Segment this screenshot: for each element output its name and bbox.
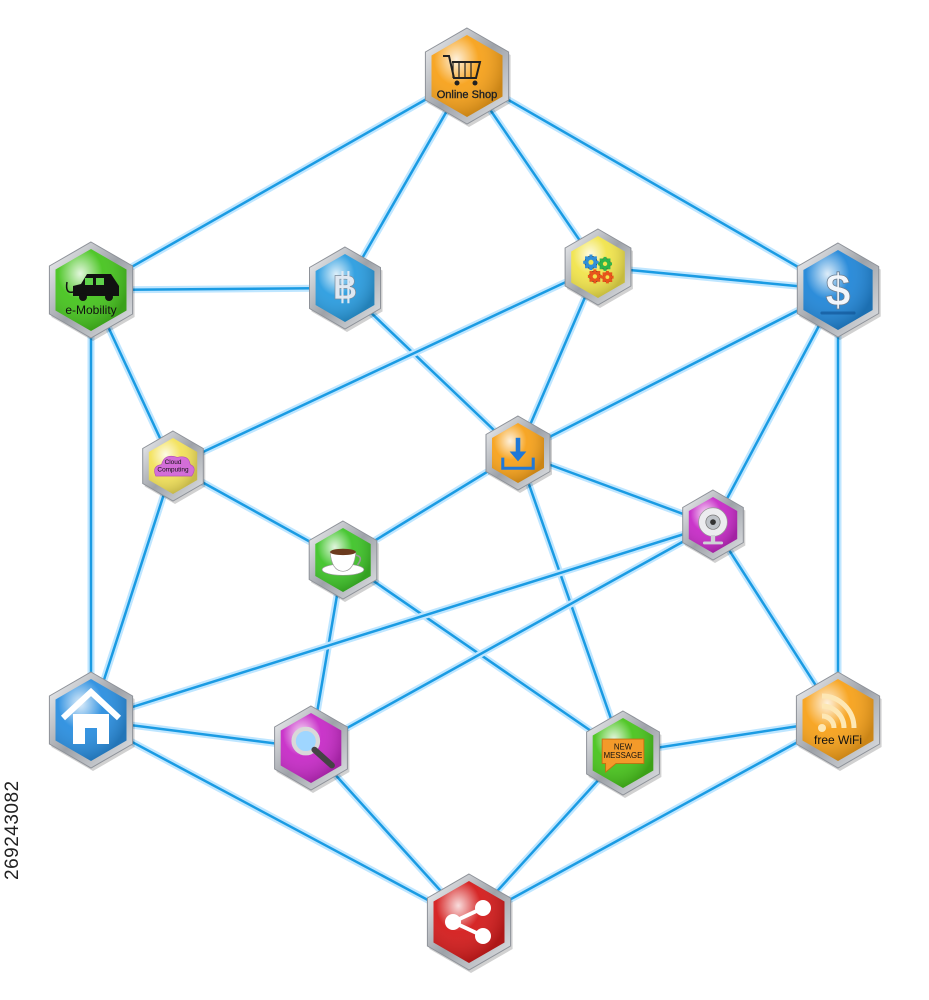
connection-line-online-shop-e-mobility: [89, 74, 469, 292]
connection-line-cloud-computing-home: [89, 464, 175, 722]
connection-line-e-mobility-bitcoin: [89, 286, 347, 292]
hex-gloss: [802, 679, 874, 761]
download-icon: [501, 437, 535, 470]
node-label-online-shop: Online Shop: [437, 89, 498, 101]
node-webcam: [682, 489, 746, 563]
connection-line-dollar-download: [516, 288, 840, 455]
home-icon: [60, 687, 122, 744]
connection-line-settings-cloud-computing: [171, 265, 600, 468]
electric-car-icon: [65, 274, 119, 301]
connection-line-home-share: [89, 718, 471, 924]
node-free-wifi: free WiFi: [795, 671, 882, 771]
share-icon: [445, 900, 491, 944]
node-dollar: $: [796, 242, 881, 340]
connection-line-online-shop-dollar: [465, 74, 840, 292]
coffee-cup-icon: [321, 548, 365, 576]
connection-line-webcam-home: [89, 523, 715, 722]
node-download: [485, 415, 552, 493]
hex-gloss: [315, 254, 375, 322]
magnifier-icon: [291, 726, 335, 769]
svg-text:$: $: [825, 265, 850, 316]
wifi-icon: [818, 693, 857, 732]
node-coffee: [308, 520, 379, 602]
label-line: Computing: [157, 467, 189, 474]
dollar-icon: $: [820, 264, 856, 316]
connection-line-settings-download: [516, 265, 600, 455]
message-bubble-icon: [601, 738, 645, 774]
gears-icon: [583, 254, 614, 284]
node-e-mobility: e-Mobility: [48, 241, 135, 341]
node-label-free-wifi: free WiFi: [814, 733, 862, 747]
node-home: [48, 671, 135, 771]
shopping-cart-icon: [443, 55, 482, 86]
webcam-icon: [698, 507, 728, 545]
connection-line-bitcoin-download: [343, 286, 520, 455]
node-share: [426, 873, 513, 973]
label-line: NEW: [614, 743, 633, 752]
label-line: Cloud: [165, 459, 182, 466]
label-line: MESSAGE: [604, 751, 643, 760]
hex-gloss: [803, 250, 873, 330]
connection-line-webcam-search: [309, 523, 715, 750]
node-label-e-mobility: e-Mobility: [65, 303, 116, 317]
hex-gloss: [571, 236, 625, 298]
cloud-icon: [154, 455, 195, 477]
node-bitcoin: B: [309, 246, 383, 332]
svg-text:B: B: [333, 269, 358, 307]
node-online-shop: Online Shop: [424, 27, 511, 127]
connection-line-dollar-webcam: [711, 288, 840, 527]
stock-id-watermark: 269243082: [2, 780, 23, 880]
node-settings: [564, 228, 633, 308]
connection-line-free-wifi-share: [467, 718, 840, 924]
bitcoin-icon: B: [332, 269, 358, 308]
node-search: [274, 705, 350, 793]
